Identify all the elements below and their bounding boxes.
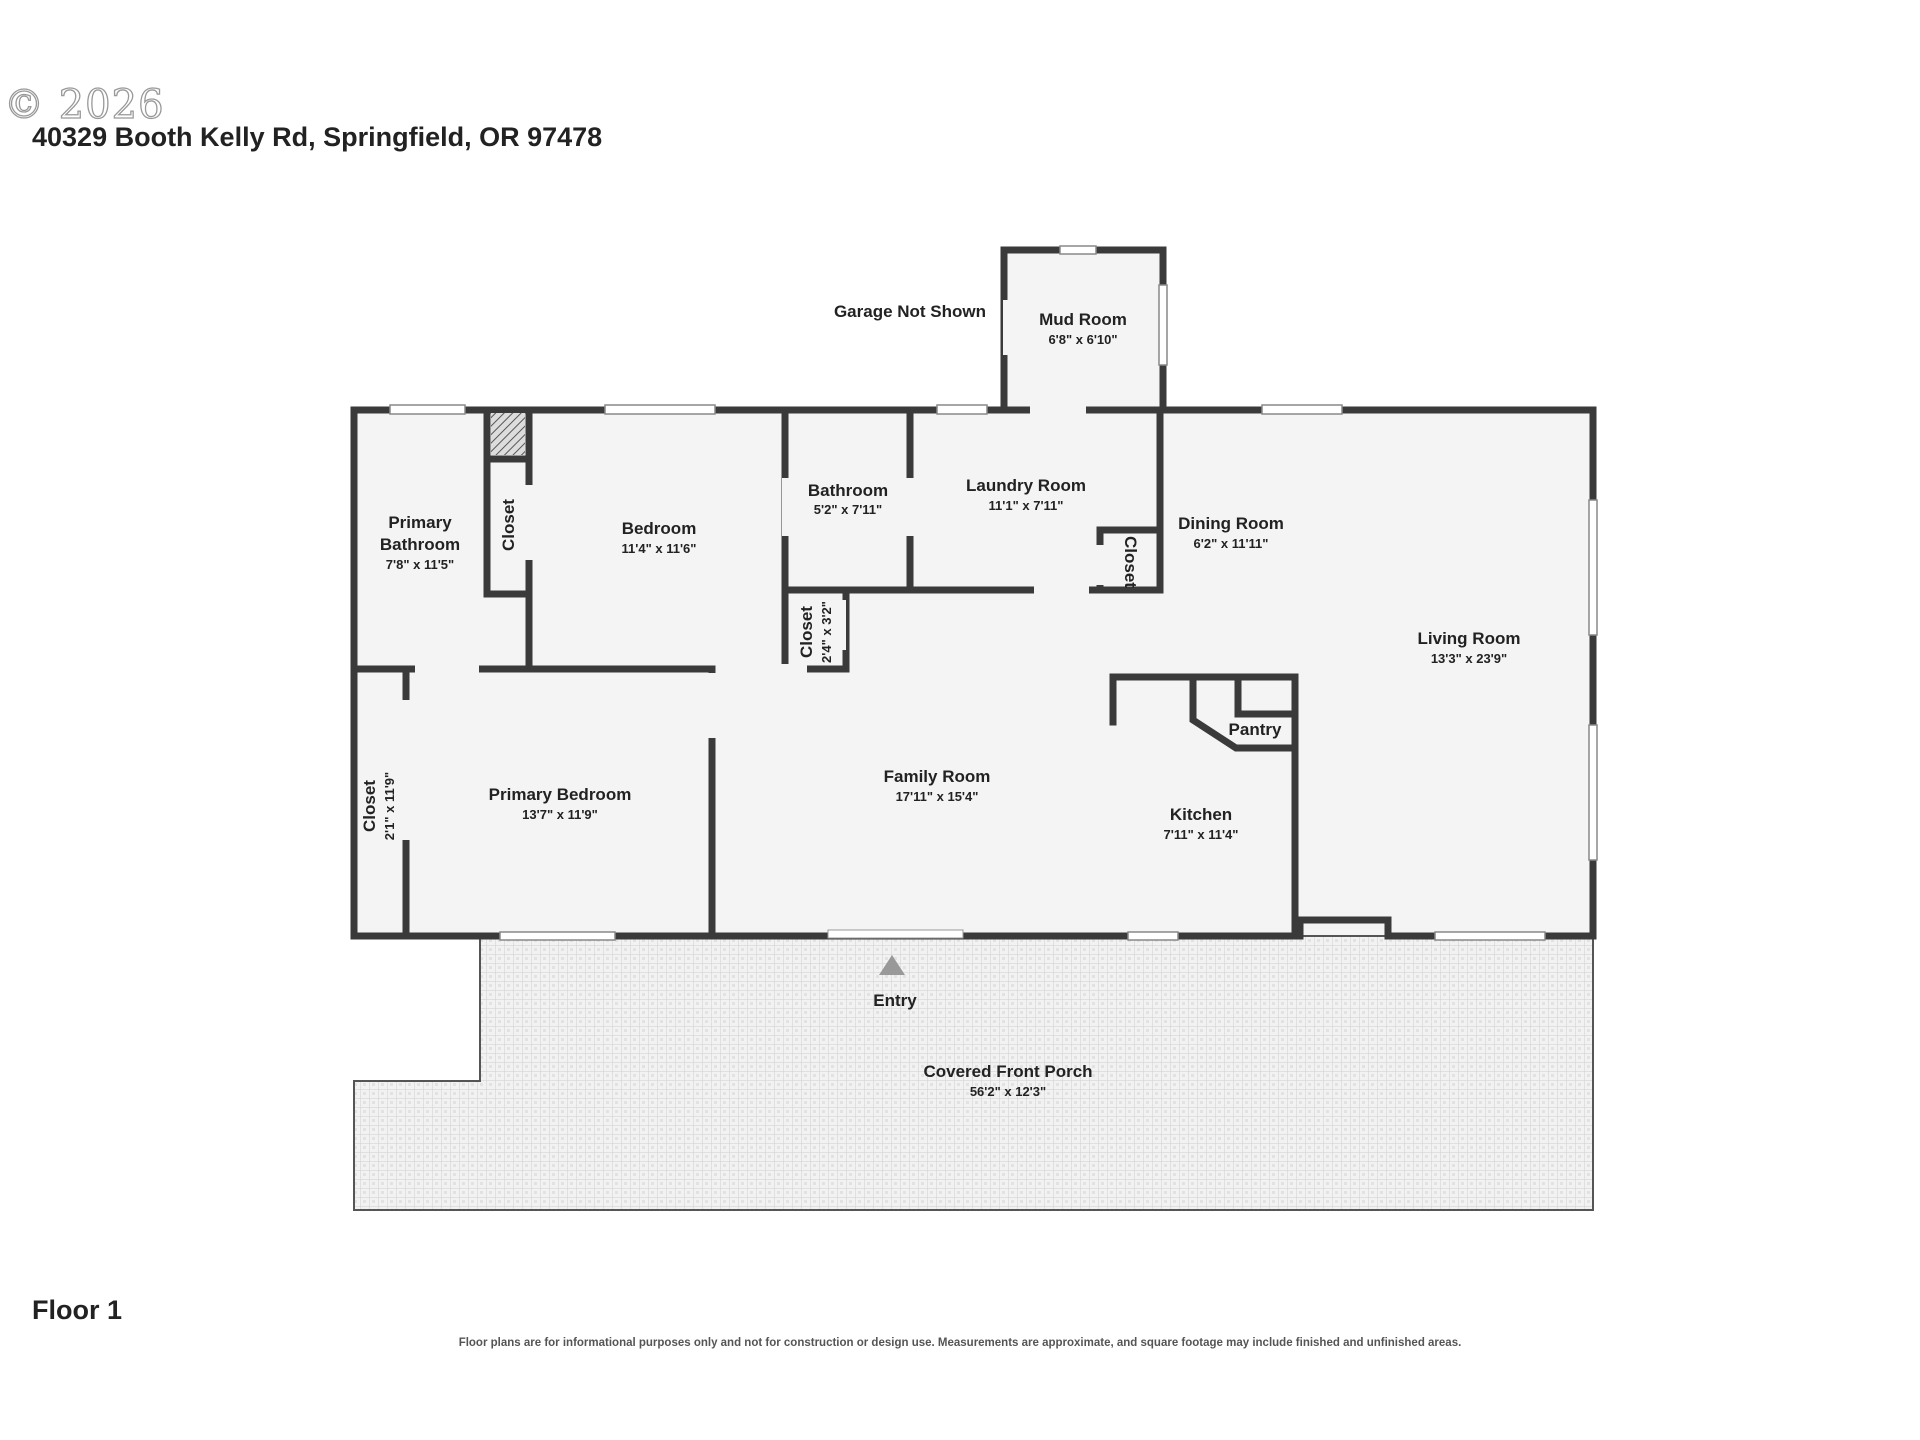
copyright-watermark: © 2026 (3, 81, 165, 128)
room-label-primary-bedroom: Primary Bedroom (489, 785, 632, 804)
room-label-closet-hall: Closet (797, 606, 816, 658)
front-door-opening (827, 929, 964, 939)
entry-label: Entry (873, 991, 917, 1010)
room-label-laundry-room: Laundry Room (966, 476, 1086, 495)
windows (389, 245, 1598, 941)
room-label-closet-primary: Closet (360, 780, 379, 832)
disclaimer-text: Floor plans are for informational purpos… (458, 1337, 1462, 1349)
room-label-bedroom: Bedroom (622, 519, 697, 538)
garage-note: Garage Not Shown (834, 302, 986, 321)
closet-hatch (491, 413, 525, 455)
entry-arrow-icon (879, 955, 905, 975)
room-label-family-room: Family Room (884, 767, 991, 786)
room-label-kitchen: Kitchen (1170, 805, 1232, 824)
room-dims-mud-room: 6'8" x 6'10" (1048, 332, 1117, 347)
room-dims-covered-front-porch: 56'2" x 12'3" (970, 1084, 1046, 1099)
room-label-primary-bathroom-line2: Bathroom (380, 535, 460, 554)
room-dims-dining-room: 6'2" x 11'11" (1194, 536, 1269, 551)
floor-label: Floor 1 (32, 1295, 123, 1325)
room-dims-kitchen: 7'11" x 11'4" (1164, 827, 1239, 842)
room-label-primary-bathroom-line1: Primary (388, 513, 452, 532)
room-dims-family-room: 17'11" x 15'4" (896, 789, 979, 804)
room-dims-laundry-room: 11'1" x 7'11" (989, 498, 1064, 513)
room-dims-bedroom: 11'4" x 11'6" (622, 541, 697, 556)
room-dims-primary-bedroom: 13'7" x 11'9" (522, 807, 598, 822)
room-label-dining-room: Dining Room (1178, 514, 1284, 533)
room-label-closet-dining: Closet (1121, 536, 1140, 588)
room-dims-closet-hall: 2'4" x 3'2" (819, 601, 834, 663)
room-dims-bathroom: 5'2" x 7'11" (814, 502, 882, 517)
doorways (402, 300, 1104, 840)
room-dims-closet-primary: 2'1" x 11'9" (382, 772, 397, 840)
room-label-closet-small: Closet (499, 499, 518, 551)
room-dims-living-room: 13'3" x 23'9" (1431, 651, 1507, 666)
room-label-bathroom: Bathroom (808, 481, 888, 500)
property-address: 40329 Booth Kelly Rd, Springfield, OR 97… (32, 122, 603, 152)
room-label-pantry: Pantry (1229, 720, 1282, 739)
room-label-mud-room: Mud Room (1039, 310, 1127, 329)
room-dims-primary-bathroom: 7'8" x 11'5" (386, 557, 454, 572)
room-label-living-room: Living Room (1418, 629, 1521, 648)
room-label-covered-front-porch: Covered Front Porch (923, 1062, 1092, 1081)
